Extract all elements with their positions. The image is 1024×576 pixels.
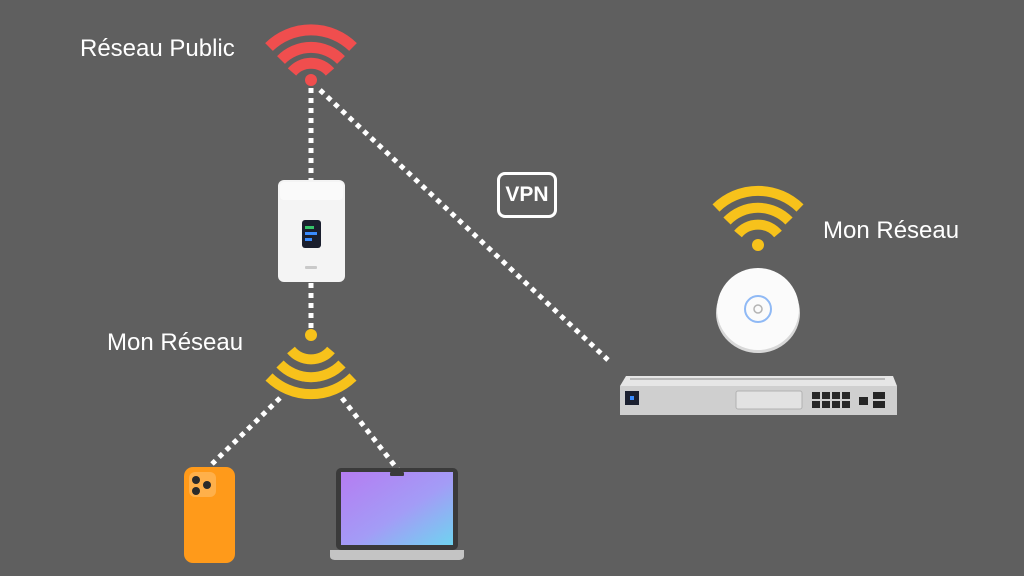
line-wifi-to-laptop xyxy=(340,396,400,472)
line-wifi-to-phone xyxy=(210,396,282,466)
rack-gateway-icon xyxy=(620,376,897,415)
private-wifi-icon-left xyxy=(265,329,357,400)
phone-icon xyxy=(184,467,235,563)
vpn-badge: VPN xyxy=(497,172,557,218)
my-network-label-right: Mon Réseau xyxy=(823,217,960,244)
router-icon xyxy=(278,180,345,282)
public-network-label: Réseau Public xyxy=(80,35,235,62)
connection-lines xyxy=(210,88,610,472)
access-point-icon xyxy=(716,268,800,353)
private-wifi-icon-right xyxy=(712,185,804,251)
laptop-icon xyxy=(330,468,464,560)
my-network-label-left: Mon Réseau xyxy=(107,329,244,356)
public-wifi-icon xyxy=(265,24,357,86)
line-vpn-tunnel xyxy=(318,88,610,362)
